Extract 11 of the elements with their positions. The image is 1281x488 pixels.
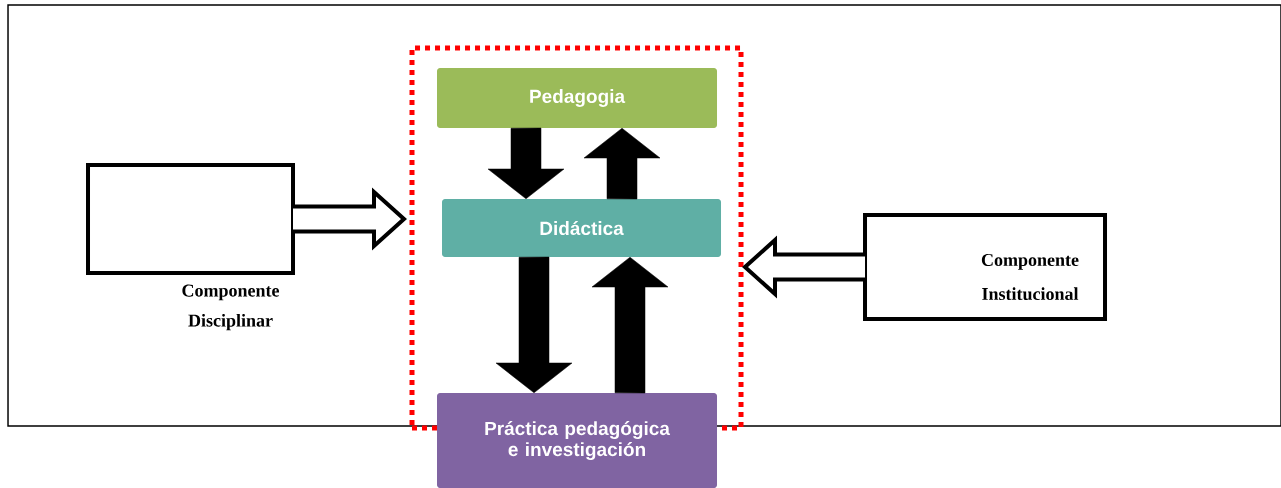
block-arrow [591,256,669,394]
callout-label: Componente Disciplinar [182,284,280,331]
block-arrow [495,256,573,394]
block-arrow [487,127,565,200]
process-box: Pedagogia [437,68,717,128]
block-arrow [742,235,867,299]
block-arrow [291,187,407,251]
callout-label: Componente Institucional [981,253,1079,301]
process-box: Didáctica [442,199,721,257]
block-arrow [583,127,661,200]
process-box: Práctica pedagógica e investigación [437,393,717,488]
